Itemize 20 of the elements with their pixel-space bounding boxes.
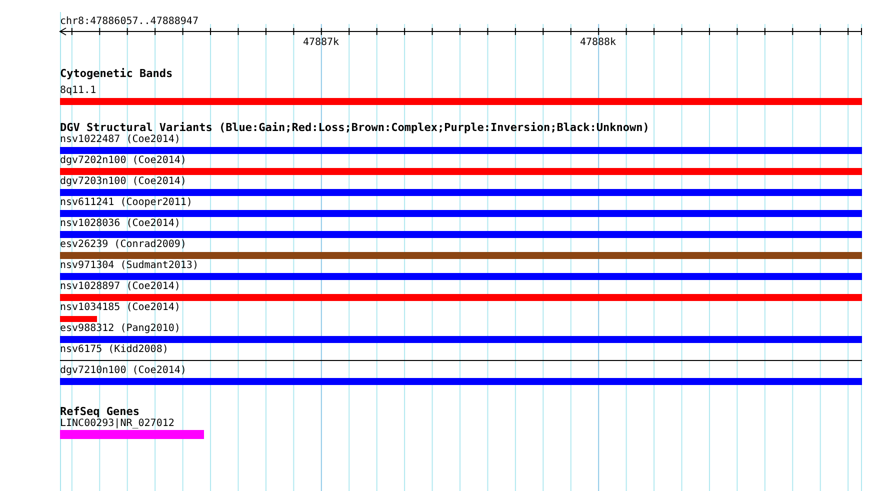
feature-label: nsv1028897 (Coe2014) — [60, 281, 180, 293]
track-title: Cytogenetic Bands — [60, 68, 173, 80]
feature-label: nsv611241 (Cooper2011) — [60, 197, 192, 209]
feature-label: dgv7210n100 (Coe2014) — [60, 365, 186, 377]
feature-label: esv988312 (Pang2010) — [60, 323, 180, 335]
feature-label: nsv1034185 (Coe2014) — [60, 302, 180, 314]
track-title: DGV Structural Variants (Blue:Gain;Red:Loss;Brown:Complex;Purple:Inversion;Black:Unknown) — [60, 122, 650, 134]
feature-label: dgv7203n100 (Coe2014) — [60, 176, 186, 188]
feature-label: LINC00293|NR_027012 — [60, 418, 174, 430]
feature-label: nsv1022487 (Coe2014) — [60, 134, 180, 146]
feature-label: 8q11.1 — [60, 85, 96, 97]
track-title: RefSeq Genes — [60, 406, 140, 418]
coordinate-range-label: chr8:47886057..47888947 — [60, 16, 198, 28]
feature-label: nsv971304 (Sudmant2013) — [60, 260, 198, 272]
tick-label: 47887k — [302, 37, 340, 49]
tick-label: 47888k — [578, 37, 618, 49]
feature-label: esv26239 (Conrad2009) — [60, 239, 186, 251]
feature-label: nsv6175 (Kidd2008) — [60, 344, 168, 356]
feature-label: dgv7202n100 (Coe2014) — [60, 155, 186, 167]
feature-label: nsv1028036 (Coe2014) — [60, 218, 180, 230]
